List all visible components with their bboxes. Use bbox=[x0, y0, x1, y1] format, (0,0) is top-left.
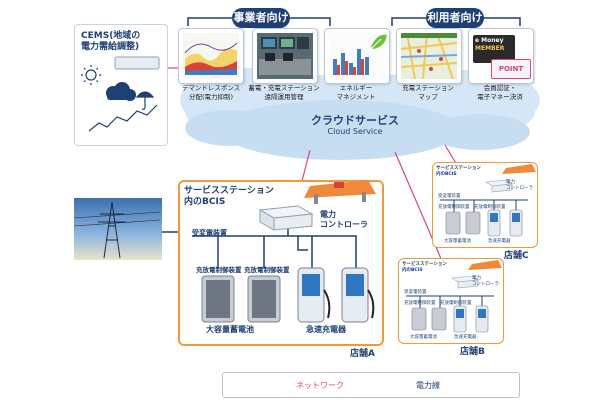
service-caption-member-payment: 会員認証・電子マネー決済 bbox=[477, 84, 523, 101]
cems-title-line2: 電力需給調整) bbox=[81, 42, 140, 52]
store-a-charge-ctrl-2: 充放電制御装置 bbox=[244, 266, 290, 274]
service-card-remote-management[interactable] bbox=[252, 28, 318, 84]
service-card-member-payment[interactable]: e Money MEMBER POINT bbox=[468, 28, 534, 84]
cloud-icon bbox=[106, 82, 136, 101]
cloud-title: クラウドサービス bbox=[311, 114, 399, 127]
store-a-battery-label: 大容量蓄電池 bbox=[206, 325, 254, 334]
gas-station-icon bbox=[304, 180, 376, 204]
store-c-charge-ctrl-2: 充放電制御装置 bbox=[474, 205, 506, 210]
business-label: 事業者向け bbox=[232, 8, 290, 28]
store-a-server-icon bbox=[258, 205, 314, 231]
service-card-energy-management[interactable] bbox=[324, 28, 390, 84]
store-a-name: 店舗A bbox=[350, 349, 375, 359]
cloud-shape bbox=[180, 68, 540, 160]
store-a-bcis-title: サービスステーション内のBCIS bbox=[184, 186, 274, 207]
store-a-power-bus bbox=[192, 235, 357, 268]
store-b-substation-label: 受変電装置 bbox=[404, 290, 427, 295]
store-c-charge-ctrl-1: 充放電制御装置 bbox=[438, 205, 470, 210]
cems-title: CEMS(地域の 電力需給調整) bbox=[81, 31, 140, 53]
control-room-photo bbox=[257, 33, 313, 79]
e-money-card-line1: e Money bbox=[475, 37, 504, 44]
store-a-charger-label: 急速充電器 bbox=[306, 325, 346, 334]
power-tower-photo bbox=[74, 198, 162, 260]
store-b-charge-ctrl-2: 充放電制御装置 bbox=[440, 301, 472, 306]
store-b-bcis-title: サービスステーション内のBCIS bbox=[402, 262, 447, 273]
service-caption-remote-management: 蓄電・充電ステーション遠隔運用管理 bbox=[248, 84, 320, 101]
store-c-bcis-title: サービスステーション内のBCIS bbox=[436, 166, 481, 177]
user-label: 利用者向け bbox=[426, 8, 484, 28]
service-caption-demand-response: デマンドレスポンス分配(電力抑制) bbox=[181, 84, 241, 101]
legend-power-label: 電力線 bbox=[416, 381, 440, 390]
point-card: POINT bbox=[491, 59, 531, 79]
leaf-icon bbox=[370, 34, 387, 50]
store-c-name: 店舗C bbox=[504, 251, 529, 261]
battery-cabinet-icon bbox=[201, 275, 281, 323]
service-card-station-map[interactable] bbox=[396, 28, 462, 84]
cems-title-line1: CEMS(地域の bbox=[81, 31, 141, 41]
store-b-charger-label: 急速充電器 bbox=[454, 335, 477, 340]
demand-response-chart bbox=[183, 33, 239, 79]
service-caption-energy-management: エネルギーマネジメント bbox=[336, 84, 376, 101]
store-b-diagram bbox=[406, 260, 502, 333]
power-tower-icon bbox=[73, 201, 161, 259]
store-c-substation-label: 受変電装置 bbox=[438, 194, 461, 199]
store-c-battery-label: 大容量蓄電池 bbox=[444, 239, 471, 244]
store-a-controller-label: 電力コントローラ bbox=[320, 210, 368, 229]
server-icon bbox=[114, 56, 160, 70]
service-card-demand-response[interactable] bbox=[178, 28, 244, 84]
map-thumbnail bbox=[400, 32, 458, 80]
umbrella-icon bbox=[135, 91, 155, 110]
service-caption-station-map: 充電ステーションマップ bbox=[402, 84, 454, 101]
legend-network-label: ネットワーク bbox=[296, 381, 344, 390]
cems-panel: CEMS(地域の 電力需給調整) bbox=[74, 24, 168, 146]
store-a-diagram bbox=[192, 180, 376, 323]
energy-bar-chart bbox=[329, 33, 387, 79]
fast-charger-icon bbox=[297, 267, 375, 323]
legend bbox=[222, 372, 520, 398]
store-a-charge-ctrl-1: 充放電制御装置 bbox=[196, 266, 242, 274]
store-c-controller-label: 電力コントローラ bbox=[506, 180, 533, 191]
store-b-name: 店舗B bbox=[460, 347, 485, 357]
network-line-store-b bbox=[394, 151, 446, 269]
e-money-card-line2: MEMBER bbox=[475, 45, 505, 52]
sun-icon bbox=[81, 65, 101, 85]
store-c-diagram bbox=[440, 164, 536, 237]
store-c-charger-label: 急速充電器 bbox=[488, 239, 511, 244]
e-money-card: e Money MEMBER bbox=[473, 35, 515, 63]
store-b-charge-ctrl-1: 充放電制御装置 bbox=[404, 301, 436, 306]
store-b-controller-label: 電力コントローラ bbox=[472, 276, 499, 287]
cems-illustration bbox=[81, 56, 160, 132]
cloud-subtitle: Cloud Service bbox=[327, 127, 383, 136]
store-b-battery-label: 大容量蓄電池 bbox=[410, 335, 437, 340]
cems-trend-line bbox=[88, 104, 158, 132]
store-a-substation-label: 受変電装置 bbox=[192, 229, 227, 237]
